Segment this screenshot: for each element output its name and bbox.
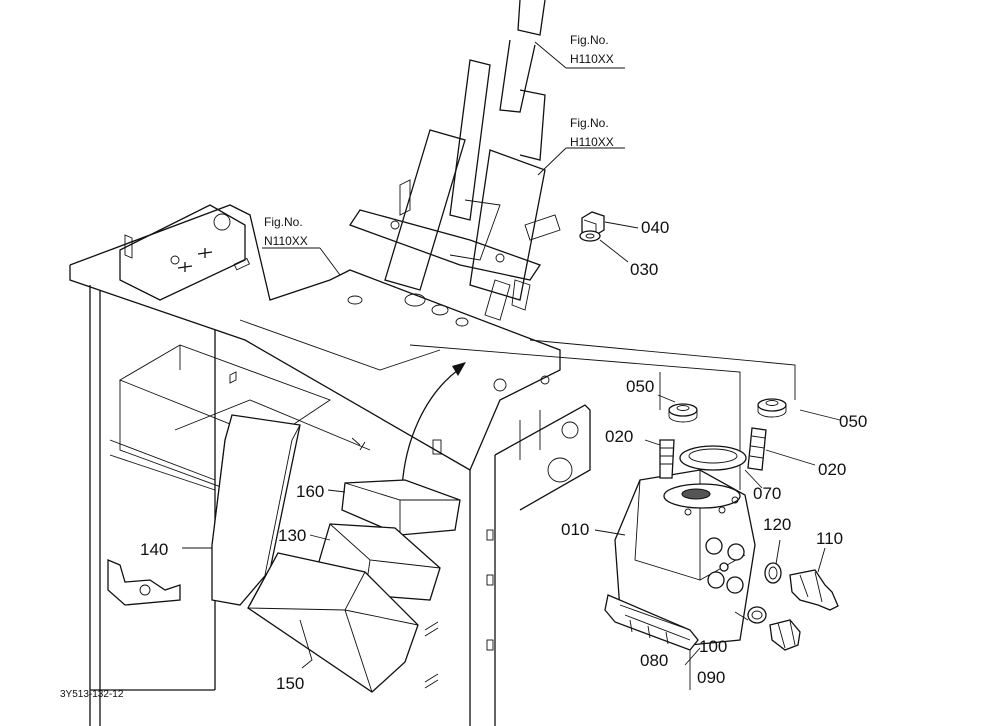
o-ring-120 bbox=[764, 562, 782, 584]
fitting-110 bbox=[789, 569, 839, 611]
leader-lines bbox=[409, 339, 796, 490]
part-label-020-left: 020 bbox=[605, 427, 633, 446]
washer-030 bbox=[579, 230, 601, 242]
part-label-070: 070 bbox=[753, 484, 781, 503]
plug-050-right bbox=[757, 398, 787, 418]
assembly-arrow bbox=[401, 362, 466, 489]
part-label-010: 010 bbox=[561, 520, 589, 539]
chassis-frame bbox=[69, 204, 591, 726]
part-label-030: 030 bbox=[630, 260, 658, 279]
fitting-020-right bbox=[747, 427, 767, 471]
part-label-090: 090 bbox=[697, 668, 725, 687]
fitting-020-left bbox=[659, 439, 675, 479]
figure-ref-code: N110XX bbox=[264, 234, 308, 248]
part-label-110: 110 bbox=[816, 529, 843, 548]
part-label-140: 140 bbox=[140, 540, 168, 559]
figure-ref-title: Fig.No. bbox=[570, 116, 609, 130]
part-label-050-right: 050 bbox=[839, 412, 867, 431]
steering-column bbox=[349, 0, 561, 321]
figure-ref-title: Fig.No. bbox=[264, 215, 303, 229]
part-label-100: 100 bbox=[699, 637, 727, 656]
figure-ref-code: H110XX bbox=[570, 52, 614, 66]
callout-leaders bbox=[182, 41, 841, 690]
part-label-080: 080 bbox=[640, 651, 668, 670]
part-label-040: 040 bbox=[641, 218, 669, 237]
part-label-150: 150 bbox=[276, 674, 304, 693]
figure-ref-3: Fig.No. N110XX bbox=[264, 215, 308, 248]
drawing-code: 3Y513-132-12 bbox=[60, 689, 124, 700]
part-label-120: 120 bbox=[763, 515, 791, 534]
figure-ref-2: Fig.No. H110XX bbox=[570, 116, 614, 149]
part-label-020-right: 020 bbox=[818, 460, 846, 479]
figure-ref-title: Fig.No. bbox=[570, 33, 609, 47]
part-label-160: 160 bbox=[296, 482, 324, 501]
part-label-050-left: 050 bbox=[626, 377, 654, 396]
figure-ref-code: H110XX bbox=[570, 135, 614, 149]
nut-040 bbox=[581, 211, 605, 237]
part-label-130: 130 bbox=[278, 526, 306, 545]
pad-160 bbox=[341, 479, 461, 536]
fitting-090 bbox=[769, 619, 801, 651]
pad-150 bbox=[247, 552, 419, 693]
steering-unit-010 bbox=[604, 469, 756, 651]
plug-050-left bbox=[668, 403, 698, 423]
o-ring-070 bbox=[679, 445, 747, 471]
figure-ref-1: Fig.No. H110XX bbox=[570, 33, 614, 66]
pad-140 bbox=[211, 414, 301, 606]
o-ring-100 bbox=[747, 606, 767, 624]
